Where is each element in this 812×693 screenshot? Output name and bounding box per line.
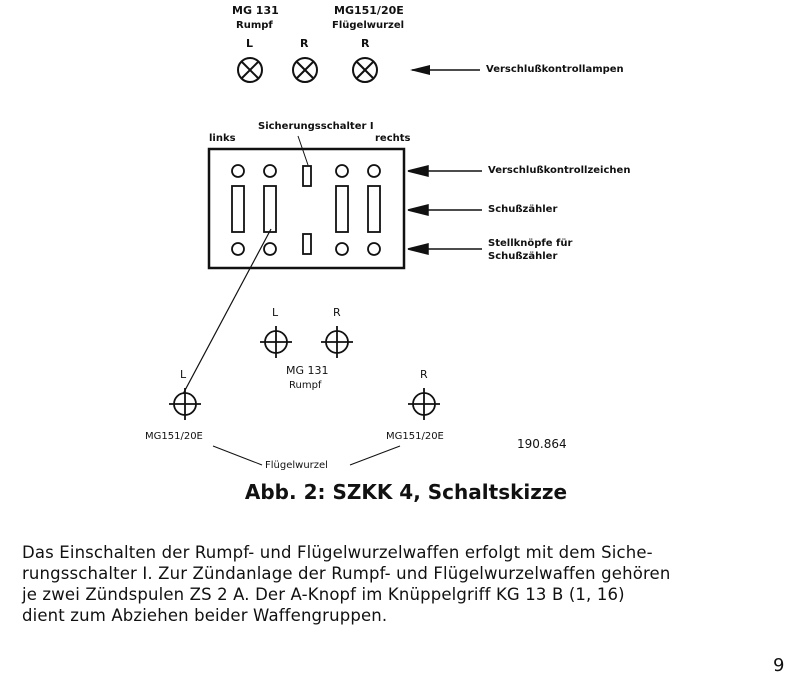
panel-right-label: rechts [375, 133, 411, 144]
adjust-knobs [231, 242, 381, 256]
page-number: 9 [773, 655, 785, 676]
body-paragraph: Das Einschalten der Rumpf- und Flügelwur… [22, 542, 792, 626]
body-line: rungsschalter I. Zur Zündanlage der Rump… [22, 564, 671, 583]
callout-verschlusskontrollzeichen: Verschlußkontrollzeichen [488, 165, 631, 176]
figure-number: 190.864 [517, 437, 567, 451]
gunsight-icon-mg151-right [408, 388, 440, 420]
control-panel-box [207, 147, 406, 270]
safety-switches [302, 165, 312, 255]
panel-left-label: links [209, 133, 236, 144]
lamp-callout: Verschlußkontrollampen [486, 64, 624, 75]
wing-root-label: Flügelwurzel [265, 460, 328, 471]
lamp-arrow [410, 65, 480, 75]
lamp-icon-mg151-right [352, 57, 378, 83]
body-line: je zwei Zündspulen ZS 2 A. Der A-Knopf i… [22, 585, 625, 604]
lamp-label-r2: R [361, 37, 370, 50]
gunsight-icon-mg131-left [260, 326, 292, 358]
lamp-group-title-mg131: MG 131 [232, 4, 279, 17]
panel-arrows [407, 165, 482, 255]
lamp-label-l: L [246, 37, 254, 50]
wiring-diagram [169, 57, 482, 466]
wing-root-bracket [212, 445, 401, 466]
lamp-group-subtitle-fluegelwurzel: Flügelwurzel [332, 20, 405, 31]
gunsight-label-center-r: R [333, 306, 341, 319]
figure-caption: Abb. 2: SZKK 4, Schaltskizze [244, 480, 568, 504]
lamp-icon-mg131-right [292, 57, 318, 83]
switch-leader-line [297, 135, 309, 166]
gunsight-icon-mg151-left [169, 388, 201, 420]
callout-stellknoepfe-line2: Schußzähler [488, 251, 558, 262]
gunsight-label-center-l: L [272, 306, 279, 319]
lamp-group-subtitle-rumpf: Rumpf [236, 20, 273, 31]
gunsight-label-left: L [180, 368, 187, 381]
body-line: dient zum Abziehen beider Waffengruppen. [22, 606, 388, 625]
lamp-icon-mg131-left [237, 57, 263, 83]
lamp-label-r: R [300, 37, 309, 50]
gunsight-title-mg131: MG 131 [286, 364, 329, 377]
gunsight-subtitle-rumpf: Rumpf [289, 380, 322, 391]
indicator-dots-top [231, 164, 381, 178]
gunsight-icon-mg131-right [321, 326, 353, 358]
callout-stellknoepfe: Stellknöpfe für [488, 238, 573, 249]
gunsight-left-gun-label: MG151/20E [145, 431, 203, 442]
lamp-group-title-mg151: MG151/20E [334, 4, 404, 17]
switch-label: Sicherungsschalter I [258, 121, 374, 132]
counter-lead-line [182, 228, 272, 395]
gunsight-label-right: R [420, 368, 428, 381]
callout-schusszaehler: Schußzähler [488, 204, 558, 215]
round-counters [231, 185, 381, 233]
gunsight-right-gun-label: MG151/20E [386, 431, 444, 442]
body-line: Das Einschalten der Rumpf- und Flügelwur… [22, 543, 653, 562]
